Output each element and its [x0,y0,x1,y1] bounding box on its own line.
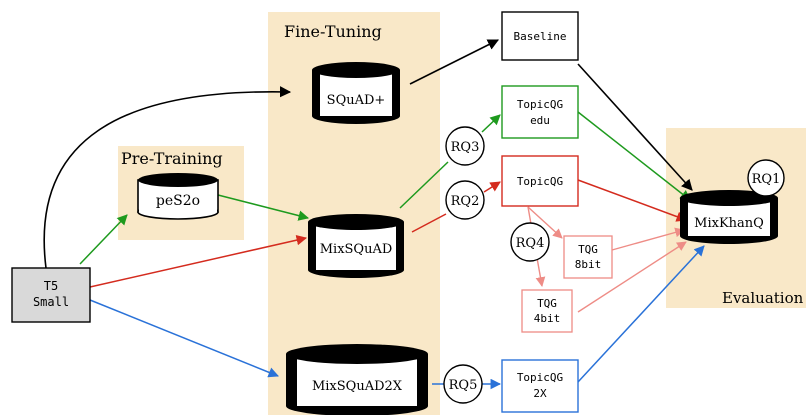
arrow-topicqg-2x-to-mixkhanq [577,245,705,383]
model-topicqg-edu-line-2: edu [530,114,550,127]
arrow-squad-plus-to-baseline [409,39,500,85]
arrow-mixsquad-to-rq3 [399,161,449,209]
model-t5-line-2: Small [33,295,69,309]
rq2-node: RQ2 [445,180,485,220]
model-tqg-4bit-line-2: 4bit [534,312,561,325]
arrow-rq3-to-topicqg-edu [481,114,501,133]
arrow-baseline-to-mixkhanq [577,63,693,191]
model-tqg-8bit-line-2: 8bit [575,258,602,271]
model-topicqg-2x-line-2: 2X [533,387,547,400]
arrow-t5-to-mixsquad2x [89,299,279,378]
model-tqg-4bit: TQG 4bit [521,289,573,333]
dataset-mixsquad2x: MixSQuAD2X [286,344,428,415]
model-tqg-8bit: TQG 8bit [563,235,613,279]
dataset-pes2o-label: peS2o [156,193,200,209]
model-t5-small: T5 Small [11,267,91,323]
arrow-topicqg-edu-to-mixkhanq [577,111,691,201]
rq3-node: RQ3 [445,126,485,166]
arrow-t5-to-squad-plus [43,86,292,269]
arrow-tqg-4bit-to-mixkhanq [577,241,687,313]
model-t5-line-1: T5 [44,279,58,293]
rq1-label: RQ1 [752,172,781,187]
dataset-mixkhanq: MixKhanQ [680,190,778,244]
rq1-node: RQ1 [747,159,785,197]
dataset-squad-plus-label: SQuAD+ [327,93,386,108]
model-topicqg-label: TopicQG [517,175,563,188]
arrow-tqg-8bit-to-mixkhanq [611,227,685,251]
dataset-mixsquad: MixSQuAD [308,214,404,278]
dataset-mixkhanq-label: MixKhanQ [694,216,764,231]
model-topicqg-edu: TopicQG edu [501,85,579,139]
dataset-pes2o: peS2o [137,173,219,220]
model-tqg-4bit-line-1: TQG [537,297,557,310]
arrow-t5-to-pes2o [79,214,128,265]
arrow-mixsquad-to-rq2 [411,213,447,233]
model-baseline-label: Baseline [514,30,567,43]
arrow-t5-to-mixsquad [89,234,308,288]
arrow-pes2o-to-mixsquad [217,194,310,221]
dataset-squad-plus: SQuAD+ [312,62,400,124]
rq4-node: RQ4 [510,222,550,262]
rq4-label: RQ4 [516,236,545,251]
rq3-label: RQ3 [451,140,480,155]
rq2-label: RQ2 [451,194,480,209]
pretraining-title: Pre-Training [121,149,223,168]
model-baseline: Baseline [501,11,579,61]
model-topicqg-2x: TopicQG 2X [501,359,579,413]
evaluation-title: Evaluation [722,289,804,307]
model-tqg-8bit-line-1: TQG [578,243,598,256]
dataset-mixsquad-label: MixSQuAD [320,242,393,257]
model-topicqg: TopicQG [501,155,579,207]
model-topicqg-edu-line-1: TopicQG [517,98,563,111]
arrow-topicqg-to-tqg-8bit [527,206,563,239]
rq5-label: RQ5 [449,378,478,393]
rq5-node: RQ5 [443,364,483,404]
dataset-mixsquad2x-label: MixSQuAD2X [312,379,403,394]
arrow-rq2-to-topicqg [483,181,501,193]
arrow-topicqg-to-mixkhanq [577,179,687,222]
finetuning-title: Fine-Tuning [284,22,382,41]
model-topicqg-2x-line-1: TopicQG [517,371,563,384]
